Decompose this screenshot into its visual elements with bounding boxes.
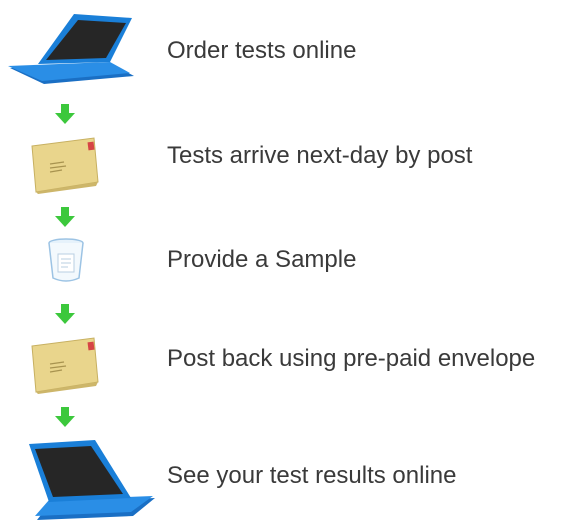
step-label-sample: Provide a Sample xyxy=(167,246,357,273)
envelope-icon xyxy=(31,137,99,194)
laptop-icon xyxy=(8,14,134,84)
step-label-post-back: Post back using pre-paid envelope xyxy=(167,345,536,372)
laptop-icon xyxy=(29,440,155,520)
down-arrow-icon xyxy=(55,207,75,227)
sample-cup-icon xyxy=(48,238,84,282)
step-label-results: See your test results online xyxy=(167,462,457,489)
step-label-order: Order tests online xyxy=(167,37,357,64)
envelope-icon xyxy=(31,337,99,394)
step-label-arrive: Tests arrive next-day by post xyxy=(167,142,473,169)
down-arrow-icon xyxy=(55,104,75,124)
down-arrow-icon xyxy=(55,407,75,427)
down-arrow-icon xyxy=(55,304,75,324)
